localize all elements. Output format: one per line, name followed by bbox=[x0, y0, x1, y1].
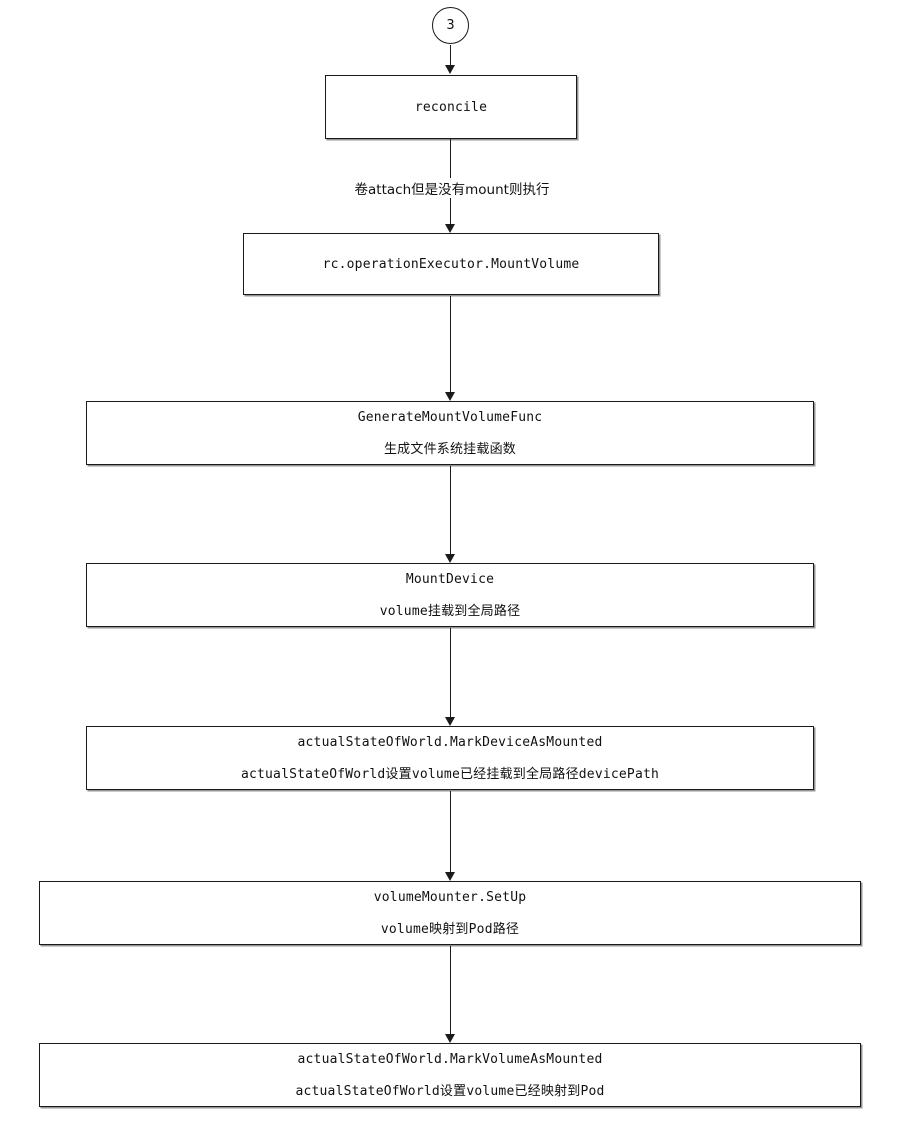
edge-start-to-reconcile-arrowhead bbox=[445, 65, 455, 74]
edge-mountdevice-to-markdevice-arrowhead bbox=[445, 717, 455, 726]
node-mount-volume-title: rc.operationExecutor.MountVolume bbox=[322, 256, 580, 272]
node-mark-device-as-mounted-subtitle: actualStateOfWorld设置volume已经挂载到全局路径devic… bbox=[240, 766, 660, 782]
edge-start-to-reconcile-line bbox=[450, 45, 452, 66]
node-mark-device-as-mounted-title: actualStateOfWorld.MarkDeviceAsMounted bbox=[297, 734, 603, 750]
edge-setup-to-markvolume-arrowhead bbox=[445, 1034, 455, 1043]
node-mark-volume-as-mounted[interactable]: actualStateOfWorld.MarkVolumeAsMounted a… bbox=[39, 1043, 861, 1107]
node-mark-volume-as-mounted-title: actualStateOfWorld.MarkVolumeAsMounted bbox=[297, 1051, 603, 1067]
edge-label-attach-no-mount: 卷attach但是没有mount则执行 bbox=[351, 178, 553, 198]
node-volume-mounter-setup[interactable]: volumeMounter.SetUp volume映射到Pod路径 bbox=[39, 881, 861, 945]
edge-generatefunc-to-mountdevice-arrowhead bbox=[445, 554, 455, 563]
edge-reconcile-to-mountvolume-arrowhead bbox=[445, 224, 455, 233]
node-volume-mounter-setup-subtitle: volume映射到Pod路径 bbox=[380, 921, 520, 937]
node-mark-volume-as-mounted-subtitle: actualStateOfWorld设置volume已经映射到Pod bbox=[295, 1083, 605, 1099]
node-reconcile-title: reconcile bbox=[414, 99, 488, 115]
node-volume-mounter-setup-title: volumeMounter.SetUp bbox=[373, 889, 527, 905]
edge-setup-to-markvolume-line bbox=[450, 946, 452, 1034]
node-generate-mount-volume-func-subtitle: 生成文件系统挂载函数 bbox=[383, 441, 516, 457]
edge-mountvolume-to-generatefunc-arrowhead bbox=[445, 392, 455, 401]
start-node-circle[interactable]: 3 bbox=[432, 7, 469, 44]
node-reconcile[interactable]: reconcile bbox=[325, 75, 577, 139]
node-mount-device-subtitle: volume挂载到全局路径 bbox=[379, 603, 521, 619]
node-mark-device-as-mounted[interactable]: actualStateOfWorld.MarkDeviceAsMounted a… bbox=[86, 726, 814, 790]
node-mount-device-title: MountDevice bbox=[405, 571, 495, 587]
node-generate-mount-volume-func-title: GenerateMountVolumeFunc bbox=[357, 409, 543, 425]
edge-mountvolume-to-generatefunc-line bbox=[450, 296, 452, 392]
node-mount-device[interactable]: MountDevice volume挂载到全局路径 bbox=[86, 563, 814, 627]
edge-markdevice-to-setup-line bbox=[450, 791, 452, 872]
start-node-label: 3 bbox=[446, 18, 455, 33]
edge-mountdevice-to-markdevice-line bbox=[450, 628, 452, 717]
node-mount-volume[interactable]: rc.operationExecutor.MountVolume bbox=[243, 233, 659, 295]
edge-generatefunc-to-mountdevice-line bbox=[450, 466, 452, 554]
node-generate-mount-volume-func[interactable]: GenerateMountVolumeFunc 生成文件系统挂载函数 bbox=[86, 401, 814, 465]
edge-markdevice-to-setup-arrowhead bbox=[445, 872, 455, 881]
